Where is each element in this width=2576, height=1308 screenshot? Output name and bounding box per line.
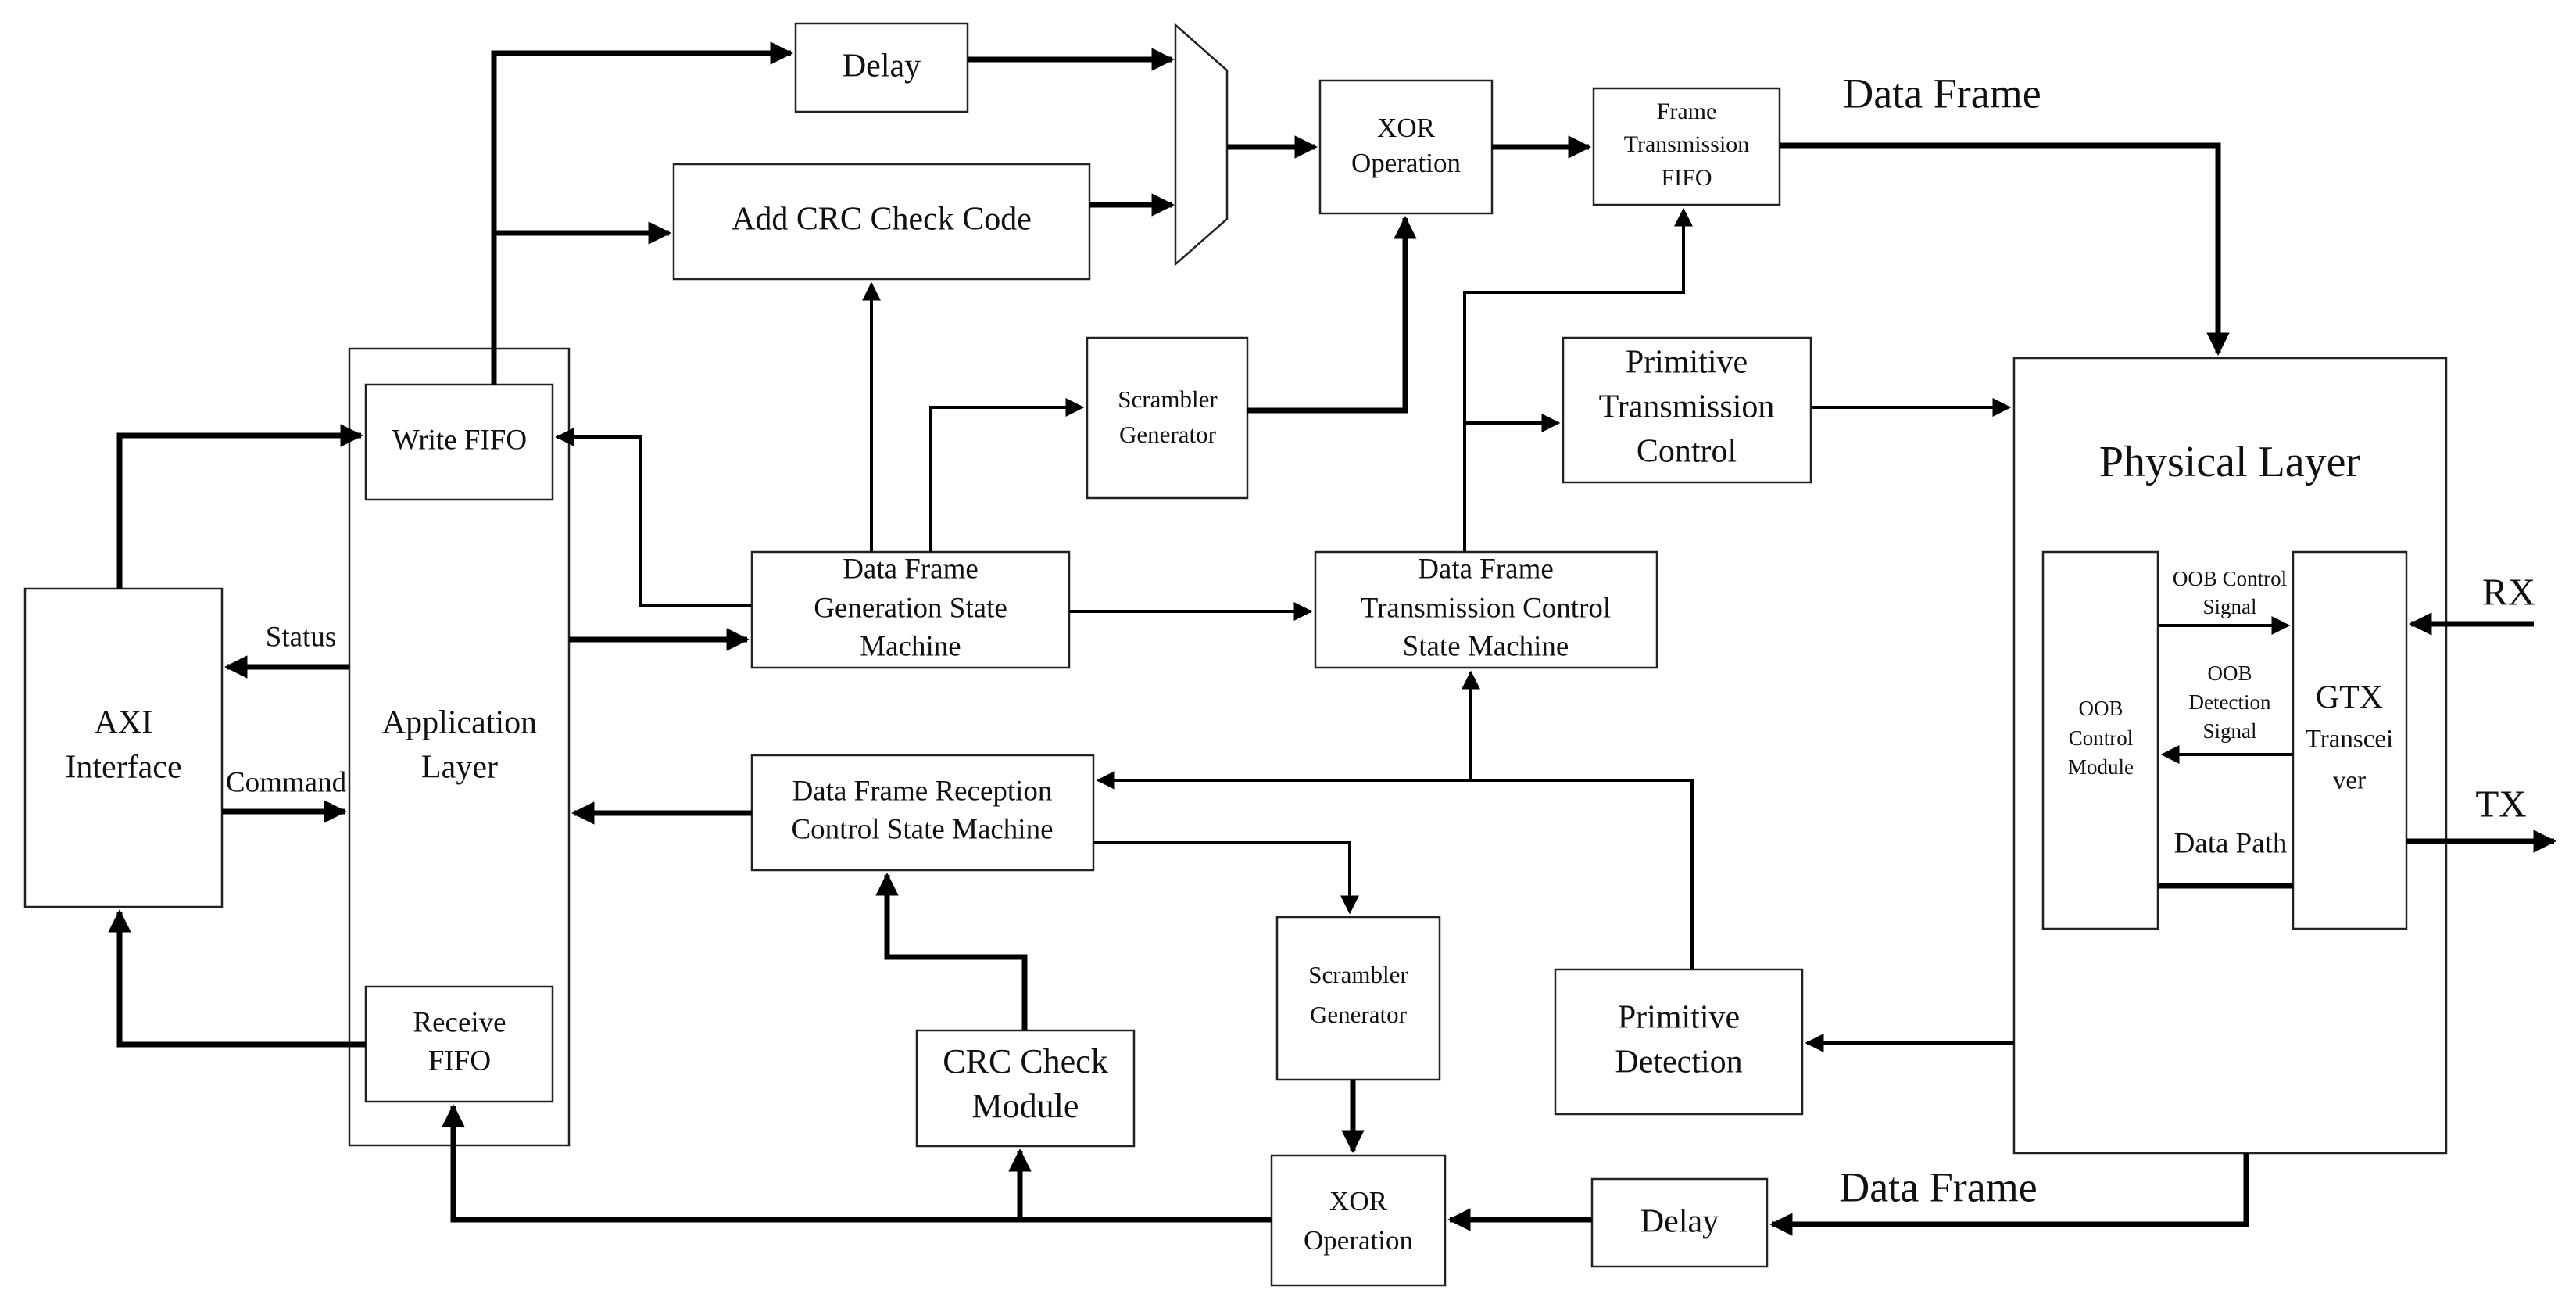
delay-top-label: Delay [843, 48, 921, 84]
tx-label: TX [2475, 782, 2526, 825]
app-layer-label-1: Application [382, 705, 537, 741]
status-label: Status [266, 621, 336, 653]
xor-top-label-2: Operation [1351, 148, 1461, 178]
wire-scrambler-to-xor [1247, 216, 1417, 414]
data-path-label: Data Path [2174, 827, 2288, 859]
rx-label: RX [2482, 570, 2535, 613]
gen-sm-box [750, 550, 1071, 669]
wire-crc-to-rxsm [875, 873, 1028, 1030]
add-crc-box [672, 163, 1091, 281]
axi-label-2: Interface [65, 750, 181, 786]
gen-sm-label-3: Machine [860, 630, 961, 662]
wire-gensm-to-scrambler [929, 398, 1085, 552]
wire-axi-to-writefifo [116, 424, 363, 589]
xor-bot-label-2: Operation [1304, 1225, 1413, 1256]
gtx-label-1: GTX [2316, 680, 2383, 716]
wire-rxsm-to-scrambler [1093, 841, 1359, 915]
wire-frametxfifo-to-physical [1780, 142, 2230, 356]
wire-receivefifo-to-axi [108, 909, 366, 1048]
scrambler-bot-box [1275, 916, 1441, 1081]
data-frame-bot-label: Data Frame [1839, 1163, 2037, 1210]
xor-top-box [1318, 79, 1494, 215]
thin-connections [555, 207, 2293, 1052]
write-fifo-label: Write FIFO [392, 424, 527, 456]
scrambler-top-label-2: Generator [1119, 421, 1217, 448]
scrambler-top-box [1086, 336, 1249, 500]
gtx-transceiver-box [2292, 550, 2408, 930]
wire-gensm-to-writefifo [555, 428, 752, 607]
oob-detection-signal-label-3: Signal [2202, 719, 2256, 743]
tx-sm-box [1314, 550, 1658, 669]
frame-tx-fifo-label-1: Frame [1657, 99, 1717, 124]
oob-module-label-1: OOB [2078, 697, 2123, 720]
delay-bot-label: Delay [1640, 1204, 1719, 1240]
delay-top-box [794, 22, 969, 113]
primitive-tx-box [1562, 336, 1812, 484]
primitive-detection-box [1554, 968, 1804, 1116]
gen-sm-label-1: Data Frame [843, 553, 979, 585]
oob-control-signal-label-1: OOB Control [2173, 567, 2287, 590]
thick-connections [108, 41, 2556, 1236]
app-layer-label-2: Layer [421, 750, 498, 786]
scrambler-bot-label-2: Generator [1310, 1001, 1408, 1028]
receive-fifo-label-2: FIFO [428, 1045, 491, 1077]
wire-xor-to-receivefifo [442, 1104, 1272, 1223]
primitive-detection-label-1: Primitive [1618, 1000, 1740, 1036]
xor-top-label-1: XOR [1377, 113, 1436, 143]
rx-sm-label-1: Data Frame Reception [792, 775, 1053, 807]
oob-module-label-3: Module [2068, 755, 2134, 779]
primitive-tx-label-2: Transmission [1599, 389, 1775, 425]
axi-label-1: AXI [95, 705, 153, 741]
wire-primdet-to-rxsm [1096, 771, 1694, 969]
mux-shape [1174, 23, 1229, 267]
xor-bot-box [1270, 1154, 1447, 1287]
crc-check-label-2: Module [972, 1087, 1079, 1125]
rx-sm-box [750, 754, 1095, 872]
gtx-label-3: ver [2333, 767, 2366, 795]
frame-tx-fifo-label-3: FIFO [1661, 165, 1712, 191]
scrambler-top-label-1: Scrambler [1118, 385, 1218, 413]
wire-physical-to-delay [1769, 1153, 2249, 1236]
primitive-tx-label-3: Control [1637, 434, 1737, 470]
data-frame-top-label: Data Frame [1843, 70, 2041, 116]
rx-sm-label-2: Control State Machine [792, 813, 1054, 845]
xor-bot-label-1: XOR [1329, 1186, 1388, 1217]
tx-sm-label-2: Transmission Control [1361, 592, 1611, 624]
tx-sm-label-1: Data Frame [1418, 553, 1554, 585]
oob-control-signal-label-2: Signal [2202, 595, 2256, 618]
oob-detection-signal-label-2: Detection [2189, 690, 2271, 714]
write-fifo-box [364, 383, 554, 501]
gen-sm-label-2: Generation State [814, 592, 1007, 624]
primitive-detection-label-2: Detection [1615, 1045, 1742, 1080]
oob-control-module-box [2041, 550, 2159, 930]
delay-bot-box [1590, 1177, 1769, 1268]
oob-detection-signal-label-1: OOB [2207, 661, 2252, 685]
command-label: Command [226, 766, 347, 798]
crc-check-label-1: CRC Check [943, 1042, 1107, 1080]
frame-tx-fifo-box [1592, 87, 1781, 206]
add-crc-label: Add CRC Check Code [732, 202, 1032, 238]
receive-fifo-label-1: Receive [413, 1006, 506, 1038]
gtx-label-2: Transcei [2306, 726, 2393, 754]
oob-module-label-2: Control [2069, 726, 2134, 750]
axi-interface-box [23, 587, 224, 908]
primitive-tx-label-1: Primitive [1626, 345, 1748, 381]
frame-tx-fifo-label-2: Transmission [1624, 131, 1750, 157]
physical-layer-label: Physical Layer [2099, 438, 2361, 486]
tx-sm-label-3: State Machine [1403, 630, 1569, 662]
wire-writefifo-to-delay [491, 41, 793, 385]
scrambler-bot-label-1: Scrambler [1308, 961, 1408, 988]
